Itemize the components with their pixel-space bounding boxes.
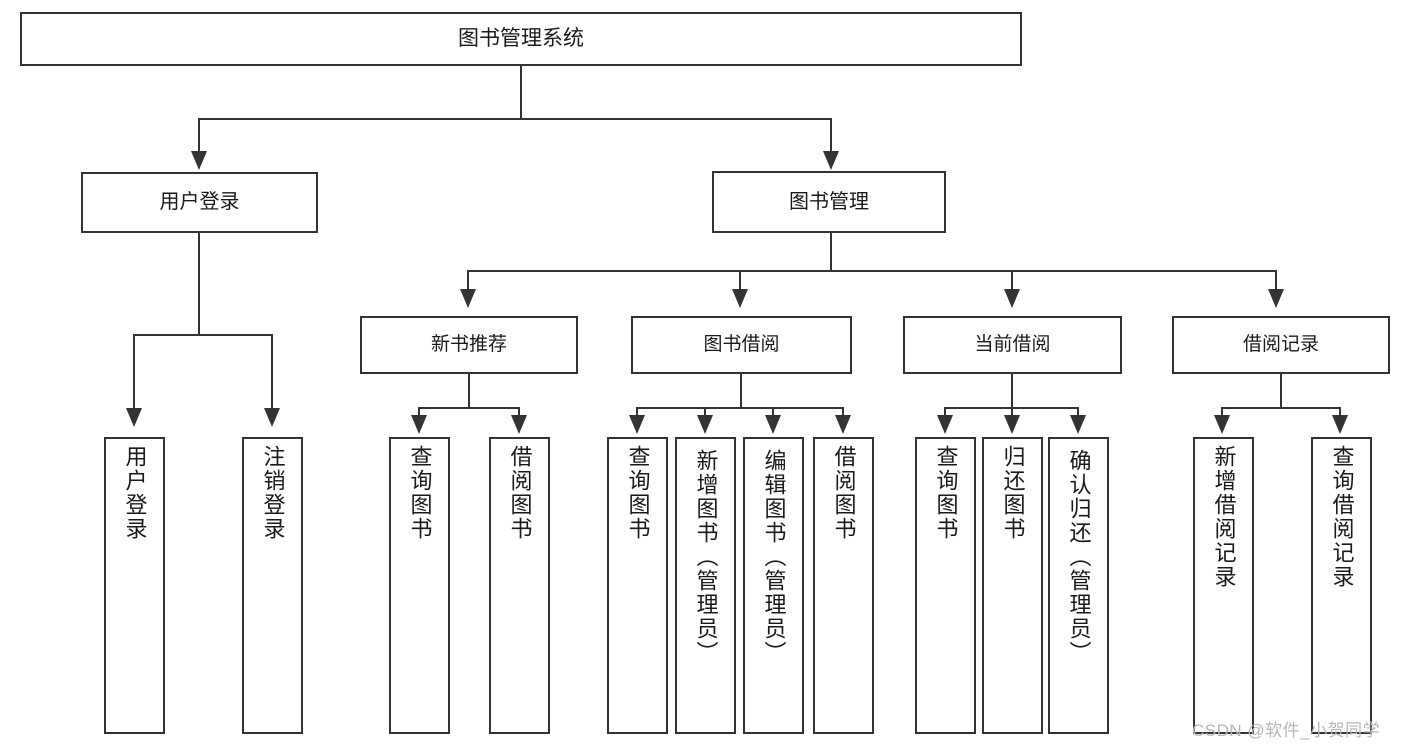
node-label: 借阅图书 <box>507 445 533 541</box>
node-label: 查询借阅记录 <box>1329 445 1355 589</box>
arrowhead-leaf-return-book <box>1004 415 1020 434</box>
arrowhead-leaf-borrow-book-2 <box>835 415 851 434</box>
leaf-query-book-1[interactable]: 查询图书 <box>389 437 450 734</box>
edge-book-borrow-drop-4 <box>842 407 844 418</box>
edge-book-manage-drop-4 <box>1275 270 1277 290</box>
node-label: 图书管理 <box>789 190 869 213</box>
edge-borrow-record-drop-1 <box>1221 407 1223 418</box>
leaf-borrow-book-2[interactable]: 借阅图书 <box>813 437 874 734</box>
arrowhead-leaf-edit-book <box>765 415 781 434</box>
edge-current-borrow-drop-3 <box>1077 407 1079 418</box>
node-label: 查询图书 <box>407 445 433 541</box>
leaf-edit-book[interactable]: 编辑图书（管理员） <box>743 437 804 734</box>
edge-borrow-record-drop-2 <box>1339 407 1341 418</box>
node-label: 归还图书 <box>1000 445 1026 541</box>
arrowhead-leaf-query-record <box>1332 415 1348 434</box>
node-label: 新增借阅记录 <box>1211 445 1237 589</box>
arrowhead-leaf-add-book <box>697 415 713 434</box>
edge-root-to-book-manage <box>830 118 832 152</box>
leaf-user-login[interactable]: 用户登录 <box>104 437 165 734</box>
edge-book-manage-drop-2 <box>739 270 741 290</box>
node-label: 图书管理系统 <box>458 27 584 51</box>
edge-user-login-stem <box>198 233 200 335</box>
arrowhead-leaf-user-logout <box>264 408 280 427</box>
node-borrow-record[interactable]: 借阅记录 <box>1172 316 1390 374</box>
arrowhead-leaf-borrow-book-1 <box>511 415 527 434</box>
arrowhead-user-login <box>191 151 207 170</box>
leaf-user-logout[interactable]: 注销登录 <box>242 437 303 734</box>
edge-new-book-drop-2 <box>518 407 520 418</box>
node-book-borrow[interactable]: 图书借阅 <box>631 316 852 374</box>
node-label: 注销登录 <box>260 445 286 541</box>
edge-book-borrow-drop-1 <box>636 407 638 418</box>
arrowhead-leaf-query-book-2 <box>629 415 645 434</box>
arrowhead-book-borrow <box>732 289 748 308</box>
node-book-manage[interactable]: 图书管理 <box>712 171 946 233</box>
edge-new-book-bar <box>418 407 520 409</box>
arrowhead-leaf-add-record <box>1214 415 1230 434</box>
node-label: 借阅图书 <box>831 445 857 541</box>
leaf-confirm-return[interactable]: 确认归还（管理员） <box>1048 437 1109 734</box>
edge-book-borrow-drop-3 <box>772 407 774 418</box>
edge-book-borrow-stem <box>740 374 742 408</box>
arrowhead-leaf-user-login <box>126 408 142 427</box>
node-label: 当前借阅 <box>974 334 1051 356</box>
node-label: 查询图书 <box>933 445 959 541</box>
edge-root-bar <box>198 118 832 120</box>
edge-book-manage-bar <box>467 270 1277 272</box>
node-label: 借阅记录 <box>1242 334 1319 356</box>
edge-book-borrow-drop-2 <box>704 407 706 418</box>
leaf-add-record[interactable]: 新增借阅记录 <box>1193 437 1254 734</box>
edge-borrow-record-stem <box>1280 374 1282 408</box>
edge-current-borrow-drop-1 <box>944 407 946 418</box>
node-label: 新书推荐 <box>430 334 507 356</box>
edge-book-manage-drop-3 <box>1011 270 1013 290</box>
node-root-system[interactable]: 图书管理系统 <box>20 12 1022 66</box>
node-user-login[interactable]: 用户登录 <box>81 172 318 233</box>
watermark-credit: CSDN @软件_小贺同学 <box>1192 721 1381 740</box>
arrowhead-new-book-recommend <box>460 289 476 308</box>
leaf-return-book[interactable]: 归还图书 <box>982 437 1043 734</box>
leaf-add-book[interactable]: 新增图书（管理员） <box>675 437 736 734</box>
node-label: 编辑图书（管理员） <box>761 449 787 665</box>
arrowhead-leaf-confirm-return <box>1070 415 1086 434</box>
node-label: 图书借阅 <box>703 334 780 356</box>
arrowhead-leaf-query-book-1 <box>411 415 427 434</box>
node-label: 新增图书（管理员） <box>693 449 719 665</box>
edge-borrow-record-bar <box>1221 407 1341 409</box>
edge-user-login-bar <box>133 334 272 336</box>
edge-current-borrow-drop-2 <box>1011 407 1013 418</box>
arrowhead-leaf-query-book-3 <box>937 415 953 434</box>
leaf-query-book-2[interactable]: 查询图书 <box>607 437 668 734</box>
edge-current-borrow-stem <box>1011 374 1013 408</box>
leaf-query-book-3[interactable]: 查询图书 <box>915 437 976 734</box>
leaf-query-record[interactable]: 查询借阅记录 <box>1311 437 1372 734</box>
arrowhead-book-manage <box>823 151 839 170</box>
arrowhead-borrow-record <box>1268 289 1284 308</box>
edge-root-stem <box>520 66 522 119</box>
edge-new-book-drop-1 <box>418 407 420 418</box>
edge-user-login-drop-2 <box>271 334 273 408</box>
node-current-borrow[interactable]: 当前借阅 <box>903 316 1122 374</box>
node-label: 查询图书 <box>625 445 651 541</box>
arrowhead-current-borrow <box>1004 289 1020 308</box>
edge-book-manage-drop-1 <box>467 270 469 290</box>
node-label: 确认归还（管理员） <box>1066 449 1092 665</box>
node-new-book-recommend[interactable]: 新书推荐 <box>360 316 578 374</box>
leaf-borrow-book-1[interactable]: 借阅图书 <box>489 437 550 734</box>
edge-book-manage-stem <box>830 233 832 271</box>
edge-book-borrow-bar <box>636 407 844 409</box>
edge-user-login-drop-1 <box>133 334 135 408</box>
edge-root-to-user-login <box>198 118 200 152</box>
node-label: 用户登录 <box>122 445 148 541</box>
edge-new-book-stem <box>468 374 470 408</box>
node-label: 用户登录 <box>159 191 240 214</box>
